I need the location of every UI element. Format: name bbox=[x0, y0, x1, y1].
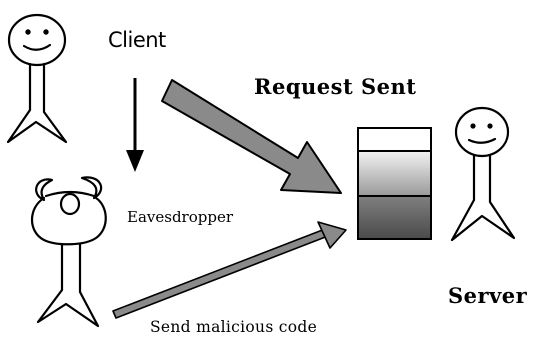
server-box-middle bbox=[357, 150, 432, 197]
eavesdropper-brow bbox=[44, 190, 96, 198]
client-figure bbox=[6, 13, 68, 144]
server-figure bbox=[450, 106, 516, 242]
send-malicious-code-label: Send malicious code bbox=[150, 318, 318, 336]
server-box bbox=[357, 127, 432, 240]
client-head bbox=[7, 13, 67, 67]
client-smile bbox=[22, 43, 52, 51]
eavesdropper-body bbox=[36, 242, 100, 328]
request-sent-arrow bbox=[161, 79, 342, 194]
client-to-eavesdropper-arrow bbox=[126, 78, 144, 172]
server-smile bbox=[467, 137, 497, 144]
server-box-bottom bbox=[357, 195, 432, 240]
server-eye-left bbox=[470, 123, 476, 129]
eavesdropper-nose bbox=[59, 192, 81, 216]
server-body bbox=[450, 153, 516, 242]
server-head bbox=[454, 106, 510, 158]
eavesdropper-figure bbox=[30, 176, 107, 328]
eavesdropper-head bbox=[30, 196, 107, 246]
client-eye-left bbox=[25, 29, 31, 35]
eavesdropper-horn-right bbox=[80, 176, 103, 200]
request-sent-label: Request Sent bbox=[254, 74, 417, 99]
server-eye-right bbox=[487, 123, 493, 129]
eavesdropper-horn-left bbox=[35, 178, 54, 202]
client-label: Client bbox=[108, 28, 166, 52]
malicious-code-arrow bbox=[112, 221, 347, 319]
client-eye-right bbox=[43, 29, 49, 35]
eavesdropper-label: Eavesdropper bbox=[127, 208, 233, 226]
client-body bbox=[6, 62, 68, 144]
server-box-top bbox=[357, 127, 432, 152]
server-label: Server bbox=[448, 283, 528, 308]
